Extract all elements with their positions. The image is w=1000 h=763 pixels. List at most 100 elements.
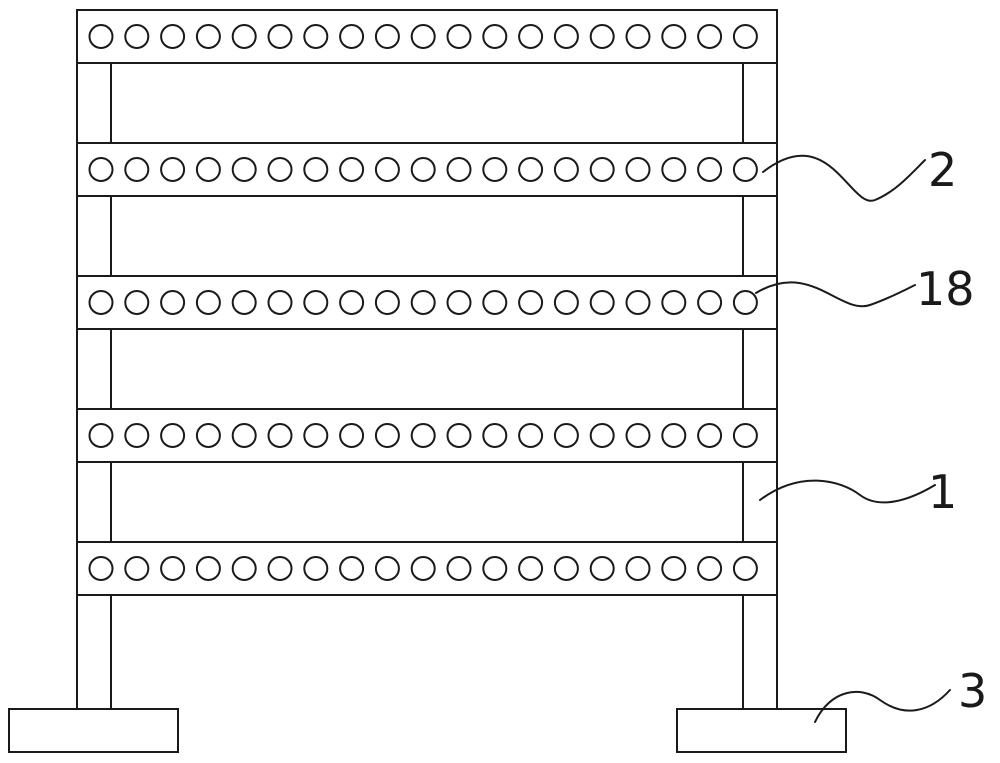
shelf-hole <box>374 290 400 315</box>
shelf-hole <box>732 157 758 182</box>
shelf-hole <box>446 24 472 49</box>
shelf-hole <box>625 157 651 182</box>
shelf-hole <box>339 556 365 581</box>
shelf-hole <box>625 423 651 448</box>
shelf-hole <box>697 423 723 448</box>
shelf-hole <box>160 556 186 581</box>
shelf-hole <box>697 24 723 49</box>
shelf-hole <box>410 24 436 49</box>
leader-line-3 <box>814 689 951 723</box>
shelf-hole <box>267 556 293 581</box>
shelf-hole <box>661 157 687 182</box>
shelf-hole <box>303 423 329 448</box>
shelf-1 <box>76 9 778 64</box>
right-post <box>742 9 778 711</box>
shelf-hole <box>339 423 365 448</box>
shelf-hole <box>732 24 758 49</box>
support-posts <box>76 9 778 711</box>
shelf-hole <box>339 290 365 315</box>
shelf-hole <box>88 556 114 581</box>
leader-lines <box>755 154 951 723</box>
shelf-hole <box>231 24 257 49</box>
shelf-hole <box>374 157 400 182</box>
shelf-hole <box>553 423 579 448</box>
shelf-hole <box>231 290 257 315</box>
shelf-hole <box>195 290 221 315</box>
shelf-hole <box>661 24 687 49</box>
shelf-hole <box>124 290 150 315</box>
shelf-hole <box>446 157 472 182</box>
shelf-hole <box>160 423 186 448</box>
leader-line-1 <box>759 479 936 504</box>
shelf-hole <box>482 556 508 581</box>
shelf-hole <box>589 423 615 448</box>
shelf-hole <box>160 290 186 315</box>
shelf-hole <box>518 556 544 581</box>
callout-3: 3 <box>958 664 987 718</box>
shelf-hole <box>374 423 400 448</box>
shelf-hole <box>410 290 436 315</box>
left-post <box>76 9 112 711</box>
shelf-hole <box>124 24 150 49</box>
shelf-hole <box>661 423 687 448</box>
shelf-hole <box>697 290 723 315</box>
shelf-hole <box>553 24 579 49</box>
callout-2: 2 <box>928 143 957 197</box>
shelf-hole <box>553 290 579 315</box>
shelf-hole <box>231 423 257 448</box>
base-feet <box>8 708 847 753</box>
shelf-hole <box>88 157 114 182</box>
shelf-hole <box>446 423 472 448</box>
shelf-hole <box>589 157 615 182</box>
shelf-hole <box>195 157 221 182</box>
shelf-hole <box>482 290 508 315</box>
shelf-hole <box>625 290 651 315</box>
shelf-hole <box>589 290 615 315</box>
shelf-hole <box>446 556 472 581</box>
callout-18: 18 <box>916 262 975 316</box>
shelf-hole <box>589 24 615 49</box>
callout-1: 1 <box>928 465 957 519</box>
shelf-hole <box>553 157 579 182</box>
shelf-hole <box>303 556 329 581</box>
shelf-hole <box>697 556 723 581</box>
shelf-hole <box>124 157 150 182</box>
leader-line-2 <box>762 154 926 202</box>
shelf-hole <box>589 556 615 581</box>
shelf-hole <box>267 423 293 448</box>
shelf-hole <box>625 556 651 581</box>
shelf-hole <box>195 556 221 581</box>
shelf-hole <box>160 24 186 49</box>
callout-labels: 2 18 1 3 <box>916 143 987 718</box>
shelf-hole <box>518 24 544 49</box>
shelf-hole <box>124 556 150 581</box>
shelf-hole <box>88 290 114 315</box>
shelf-hole <box>661 290 687 315</box>
shelf-hole <box>625 24 651 49</box>
shelf-hole <box>231 556 257 581</box>
shelf-2 <box>76 142 778 197</box>
shelf-hole <box>88 24 114 49</box>
shelf-hole <box>446 290 472 315</box>
shelf-hole <box>124 423 150 448</box>
shelf-hole <box>410 423 436 448</box>
shelf-hole <box>697 157 723 182</box>
shelf-hole <box>732 290 758 315</box>
shelf-hole <box>303 290 329 315</box>
shelf-hole <box>661 556 687 581</box>
shelf-4 <box>76 408 778 463</box>
right-foot <box>676 708 847 753</box>
shelf-hole <box>553 556 579 581</box>
shelf-hole <box>374 556 400 581</box>
shelf-3 <box>76 275 778 330</box>
shelf-hole <box>267 290 293 315</box>
shelf-hole <box>195 24 221 49</box>
shelf-hole <box>160 157 186 182</box>
shelf-hole <box>518 423 544 448</box>
shelf-hole <box>267 24 293 49</box>
shelf-hole <box>195 423 221 448</box>
left-foot <box>8 708 179 753</box>
leader-line-18 <box>755 281 916 308</box>
shelf-hole <box>339 24 365 49</box>
